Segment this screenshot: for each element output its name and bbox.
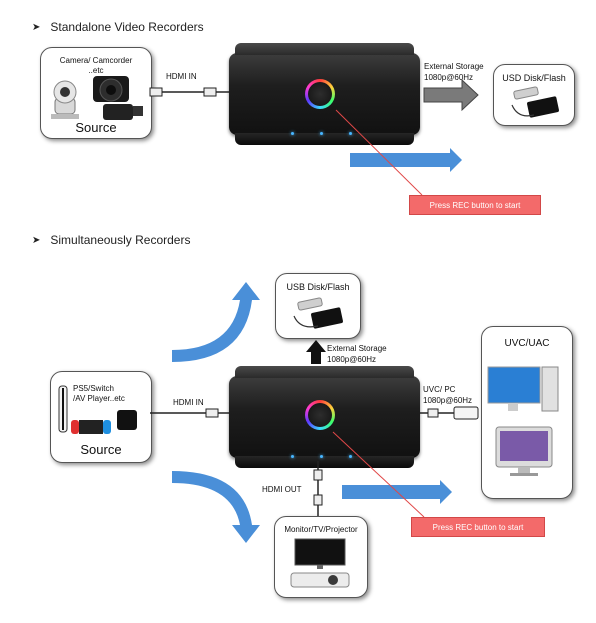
camera-camcorder-icon <box>51 76 143 120</box>
section2-heading-text: Simultaneously Recorders <box>50 233 191 247</box>
monitor-projector-icon <box>290 538 350 588</box>
resolution-label: 1080p@60Hz <box>424 73 474 82</box>
source-label: Source <box>75 120 117 135</box>
monitor-box-label: Monitor/TV/Projector <box>284 525 358 534</box>
uvc-uac-box: UVC/UAC <box>481 326 573 499</box>
resolution-label-2: 1080p@60Hz <box>327 355 377 364</box>
source-box-2: PS5/Switch /AV Player..etc Source <box>50 371 152 463</box>
source-caption: Camera/ Camcorder ..etc <box>59 56 133 75</box>
hdmi-out-cable <box>313 461 323 516</box>
computer-icon <box>487 366 559 476</box>
rec-ring-button[interactable] <box>305 79 335 109</box>
usb-box-label-2: USB Disk/Flash <box>286 282 350 292</box>
hdmi-cable-1 <box>149 87 229 97</box>
bullet-arrow-icon: ➤ <box>32 21 41 33</box>
rec-button-2: Press REC button to start <box>411 517 545 537</box>
rec-button-1: Press REC button to start <box>409 195 541 215</box>
blue-arrow-1 <box>350 148 462 172</box>
recorder-device-2 <box>229 366 420 468</box>
section1-heading-text: Standalone Video Recorders <box>50 20 204 34</box>
uvc-box-label: UVC/UAC <box>504 338 550 349</box>
hdmi-out-label: HDMI OUT <box>262 485 302 494</box>
external-storage-label-2: External Storage <box>327 344 387 353</box>
storage-arrow-1 <box>423 78 479 112</box>
storage-arrow-2 <box>306 340 326 364</box>
monitor-box: Monitor/TV/Projector <box>274 516 368 598</box>
uvc-resolution-label: 1080p@60Hz <box>423 396 473 405</box>
section1-heading: ➤ Standalone Video Recorders <box>32 20 204 34</box>
usb-disk-box: USD Disk/Flash <box>493 64 575 126</box>
source-caption-line1: PS5/Switch <box>73 384 114 393</box>
rec-ring-button-2[interactable] <box>305 400 335 430</box>
hdmi-cable-2 <box>150 408 229 418</box>
source-caption-line2: /AV Player..etc <box>73 394 125 403</box>
blue-arrow-2 <box>342 480 452 504</box>
usb-disk-box-2: USB Disk/Flash <box>275 273 361 339</box>
hdmi-in-label-2: HDMI IN <box>173 398 204 407</box>
source-box-1: Camera/ Camcorder ..etc Source <box>40 47 152 139</box>
recorder-device <box>229 43 420 145</box>
section2-heading: ➤ Simultaneously Recorders <box>32 233 190 247</box>
usb-box-label: USD Disk/Flash <box>502 73 566 83</box>
hdmi-in-label: HDMI IN <box>166 72 197 81</box>
external-storage-label: External Storage <box>424 62 484 71</box>
console-icon <box>58 385 137 434</box>
source-label-2: Source <box>80 442 122 457</box>
usb-disk-icon <box>511 86 559 118</box>
bullet-arrow-icon: ➤ <box>32 234 41 246</box>
blue-curve-arrow-down <box>172 471 260 543</box>
usb-cable <box>420 406 479 420</box>
blue-curve-arrow-up <box>172 282 260 362</box>
usb-disk-icon <box>293 297 343 329</box>
uvc-pc-label: UVC/ PC <box>423 385 456 394</box>
